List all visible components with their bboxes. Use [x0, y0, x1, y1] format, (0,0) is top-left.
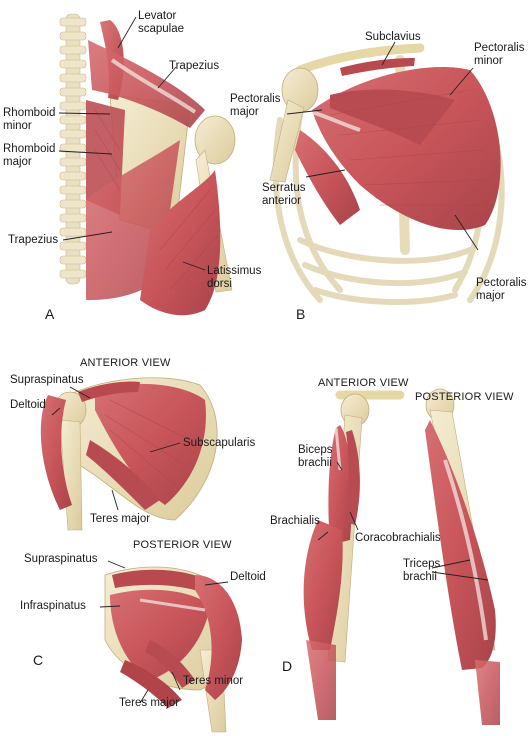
- label-levator-scapulae: Levator scapulae: [138, 10, 185, 35]
- label-biceps-brachii: Biceps brachii: [298, 444, 333, 469]
- supraspinatus-muscle-c-posterior: [112, 569, 215, 595]
- brachialis-muscle: [303, 520, 343, 650]
- panel-letter-b: B: [296, 306, 306, 322]
- serratus-anterior-muscle: [295, 130, 360, 225]
- panel-letter-d: D: [282, 658, 293, 674]
- biceps-brachii-muscle: [328, 425, 352, 545]
- triceps-brachii-muscle: [425, 420, 496, 670]
- label-rhomboid-major: Rhomboid major: [3, 143, 56, 168]
- panel-letter-a: A: [45, 306, 55, 322]
- label-subclavius: Subclavius: [365, 31, 421, 43]
- panel-c-posterior-leaders: [99, 560, 229, 704]
- label-infraspinatus: Infraspinatus: [20, 600, 86, 612]
- label-teres-major-anterior: Teres major: [90, 513, 151, 525]
- teres-minor-muscle: [145, 640, 195, 688]
- panel-a-illustration: [59, 13, 236, 316]
- label-coracobrachialis: Coracobrachialis: [355, 532, 441, 544]
- pectoralis-minor-muscle: [330, 89, 455, 145]
- panel-letter-c: C: [33, 652, 44, 668]
- subclavius-muscle: [340, 58, 415, 76]
- label-latissimus-dorsi: Latissimus dorsi: [207, 265, 262, 290]
- label-pectoralis-major-left: Pectoralis major: [230, 93, 281, 118]
- panel-d-leaders: [317, 461, 489, 581]
- teres-major-muscle-c-posterior: [120, 660, 182, 708]
- panel-c-anterior-view-title: ANTERIOR VIEW: [80, 357, 171, 369]
- panel-d-posterior-view-title: POSTERIOR VIEW: [415, 391, 514, 403]
- panel-d-anterior-illustration: [303, 390, 405, 720]
- label-triceps-brachii: Triceps brachii: [403, 558, 441, 583]
- latissimus-dorsi-muscle: [140, 170, 221, 316]
- label-trapezius-upper: Trapezius: [169, 60, 220, 72]
- label-serratus-anterior: Serratus anterior: [262, 182, 306, 207]
- subscapularis-muscle: [95, 383, 206, 505]
- panel-a-leaders: [58, 16, 206, 271]
- label-trapezius-lower: Trapezius: [8, 234, 59, 246]
- panel-c-anterior-leaders: [51, 386, 181, 511]
- panel-d-posterior-illustration: [425, 388, 500, 725]
- clavicle-b: [295, 43, 425, 75]
- panel-c-posterior-illustration: [104, 566, 242, 733]
- deltoid-muscle-c-posterior: [195, 575, 242, 700]
- panel-c-anterior-illustration: [40, 377, 218, 531]
- panel-c-posterior-view-title: POSTERIOR VIEW: [133, 539, 232, 551]
- panel-b-illustration: [269, 43, 505, 305]
- label-supraspinatus-posterior: Supraspinatus: [24, 553, 98, 565]
- spine: [59, 13, 87, 285]
- panel-b-leaders: [286, 41, 479, 251]
- label-subscapularis: Subscapularis: [183, 437, 256, 449]
- coracobrachialis-muscle: [345, 430, 360, 525]
- supraspinatus-muscle-c: [78, 381, 140, 402]
- panel-d-anterior-view-title: ANTERIOR VIEW: [318, 377, 409, 389]
- teres-major-muscle-c: [86, 440, 160, 510]
- label-supraspinatus-anterior: Supraspinatus: [10, 374, 84, 386]
- label-deltoid-posterior: Deltoid: [230, 571, 266, 583]
- label-rhomboid-minor: Rhomboid minor: [3, 107, 56, 132]
- label-deltoid-anterior: Deltoid: [10, 399, 46, 411]
- label-teres-minor: Teres minor: [183, 675, 244, 687]
- infraspinatus-muscle: [110, 589, 210, 680]
- label-brachialis: Brachialis: [270, 515, 320, 527]
- label-pectoralis-minor: Pectoralis minor: [474, 42, 525, 67]
- label-teres-major-posterior: Teres major: [119, 697, 180, 709]
- deltoid-muscle-c: [40, 395, 72, 510]
- label-pectoralis-major-right: Pectoralis major: [476, 277, 527, 302]
